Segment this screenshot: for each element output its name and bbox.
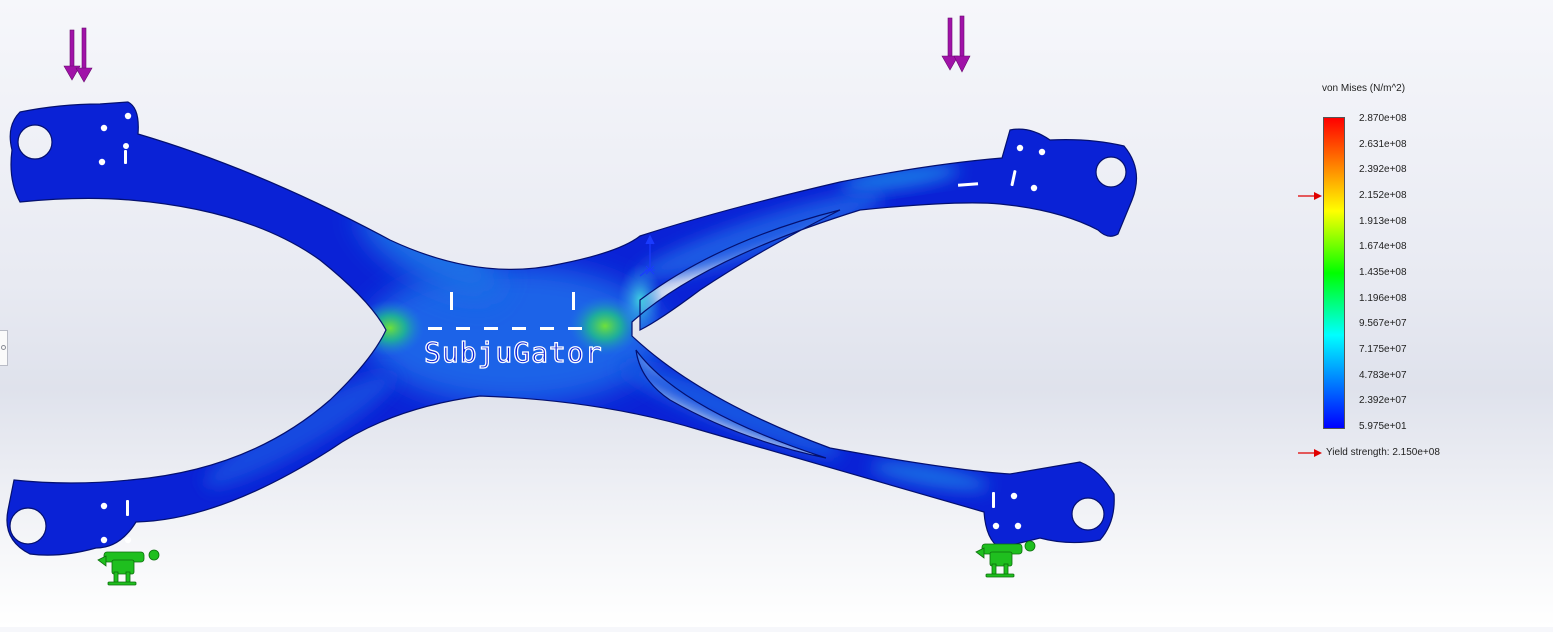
stress-legend: von Mises (N/m^2) 2.870e+08 2.631e+08 2.39… <box>1296 80 1546 470</box>
yield-strength-label: Yield strength: 2.150e+08 <box>1326 447 1440 458</box>
fixture-left <box>97 549 160 586</box>
center-slots <box>428 182 979 330</box>
legend-tick-label: 1.913e+08 <box>1359 215 1407 227</box>
legend-tick-label: 9.567e+07 <box>1359 318 1407 330</box>
legend-tick-label: 4.783e+07 <box>1359 369 1407 381</box>
color-bar <box>1323 117 1345 429</box>
legend-tick-label: 2.870e+08 <box>1359 113 1407 124</box>
mounting-holes <box>98 112 1046 544</box>
load-arrow-right <box>941 15 971 73</box>
legend-tick-label: 1.196e+08 <box>1359 292 1407 304</box>
legend-title: von Mises (N/m^2) <box>1322 83 1406 94</box>
axis-triad <box>639 234 655 277</box>
legend-tick-label: 1.435e+08 <box>1359 267 1407 278</box>
yield-strength-note: Yield strength: 2.150e+08 <box>1298 446 1538 460</box>
legend-tick-label: 2.152e+08 <box>1359 190 1407 201</box>
legend-tick-label: 2.392e+07 <box>1359 395 1407 407</box>
yield-note-arrow-icon <box>1298 449 1322 457</box>
yield-marker-arrow-icon <box>1298 192 1322 201</box>
load-arrow-left <box>63 27 93 83</box>
legend-tick-label: 2.392e+08 <box>1359 164 1407 176</box>
legend-tick-label: 7.175e+07 <box>1359 344 1407 355</box>
handle-grip-icon <box>1 345 6 350</box>
legend-tick-label: 1.674e+08 <box>1359 241 1407 253</box>
fixture-right <box>975 540 1036 578</box>
side-panel-handle[interactable] <box>0 330 8 366</box>
engraving-text: SubjuGator <box>424 336 603 369</box>
legend-tick-label: 2.631e+08 <box>1359 138 1407 150</box>
legend-tick-label: 5.975e+01 <box>1359 421 1407 432</box>
